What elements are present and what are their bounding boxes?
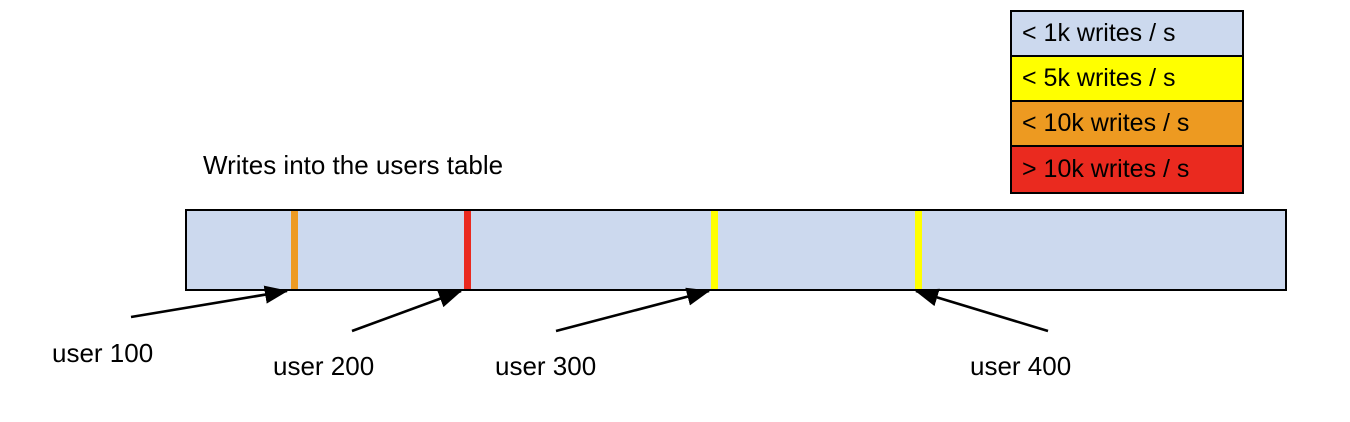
callout-label-user-200: user 200 bbox=[273, 351, 375, 381]
user-400-marker bbox=[915, 211, 922, 289]
legend-item-lt-5k: < 5k writes / s bbox=[1012, 57, 1242, 102]
user-100-arrow bbox=[130, 285, 289, 319]
legend-item-lt-10k: < 10k writes / s bbox=[1012, 102, 1242, 147]
legend-item-lt-1k: < 1k writes / s bbox=[1012, 12, 1242, 57]
legend-item-label: > 10k writes / s bbox=[1022, 155, 1190, 183]
legend-item-label: < 10k writes / s bbox=[1022, 109, 1190, 137]
users-table-bar bbox=[185, 209, 1287, 291]
user-100-marker bbox=[291, 211, 298, 289]
callout-label-user-300: user 300 bbox=[495, 351, 597, 381]
write-rate-legend: < 1k writes / s < 5k writes / s < 10k wr… bbox=[1010, 10, 1244, 194]
user-400-arrow bbox=[914, 288, 1049, 333]
callout-label-user-400: user 400 bbox=[970, 351, 1072, 381]
diagram-title: Writes into the users table bbox=[203, 150, 504, 180]
user-200-arrow bbox=[351, 289, 463, 333]
callout-label-user-100: user 100 bbox=[52, 338, 154, 368]
legend-item-label: < 1k writes / s bbox=[1022, 19, 1176, 47]
user-200-marker bbox=[464, 211, 471, 289]
legend-item-label: < 5k writes / s bbox=[1022, 64, 1176, 92]
legend-item-gt-10k: > 10k writes / s bbox=[1012, 147, 1242, 192]
user-300-marker bbox=[711, 211, 718, 289]
user-300-arrow bbox=[555, 287, 711, 333]
